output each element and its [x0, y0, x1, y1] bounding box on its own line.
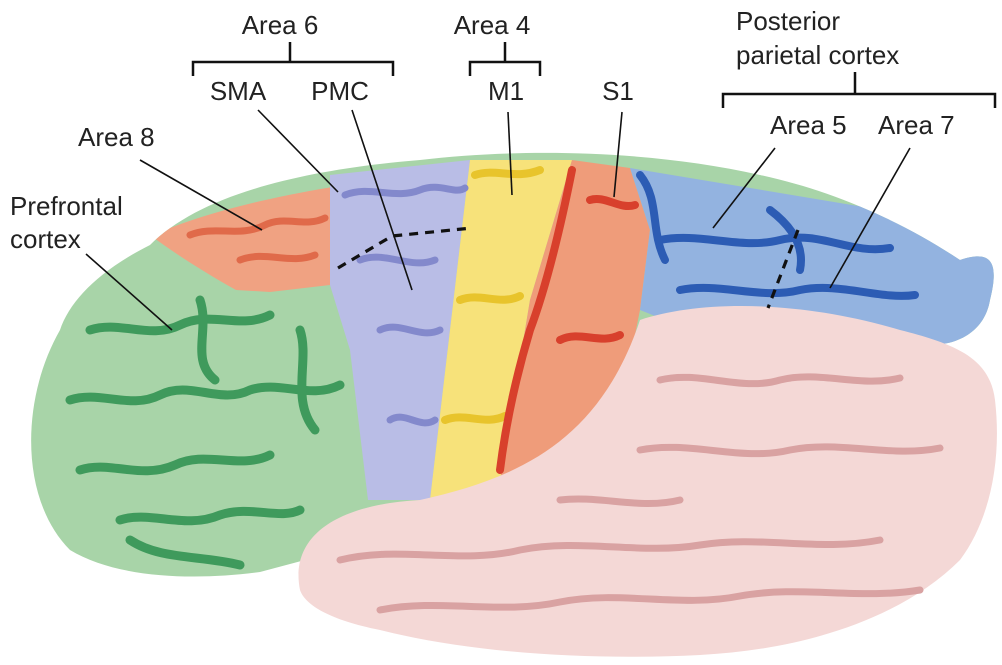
ppc-label-line2: parietal cortex: [736, 40, 899, 70]
pmc-label: PMC: [311, 76, 369, 106]
s1-label: S1: [602, 76, 634, 106]
area7-label: Area 7: [878, 110, 955, 140]
area8-label: Area 8: [78, 122, 155, 152]
sma-label: SMA: [210, 76, 267, 106]
m1-label: M1: [488, 76, 524, 106]
area6-label: Area 6: [242, 10, 319, 40]
area4-bracket: [470, 42, 540, 76]
prefrontal-label-line1: Prefrontal: [10, 191, 123, 221]
area6-bracket: [193, 42, 393, 76]
ppc-label-line1: Posterior: [736, 6, 840, 36]
prefrontal-label-line2: cortex: [10, 224, 81, 254]
area5-label: Area 5: [770, 110, 847, 140]
area4-label: Area 4: [454, 10, 531, 40]
ppc-bracket: [723, 72, 995, 108]
